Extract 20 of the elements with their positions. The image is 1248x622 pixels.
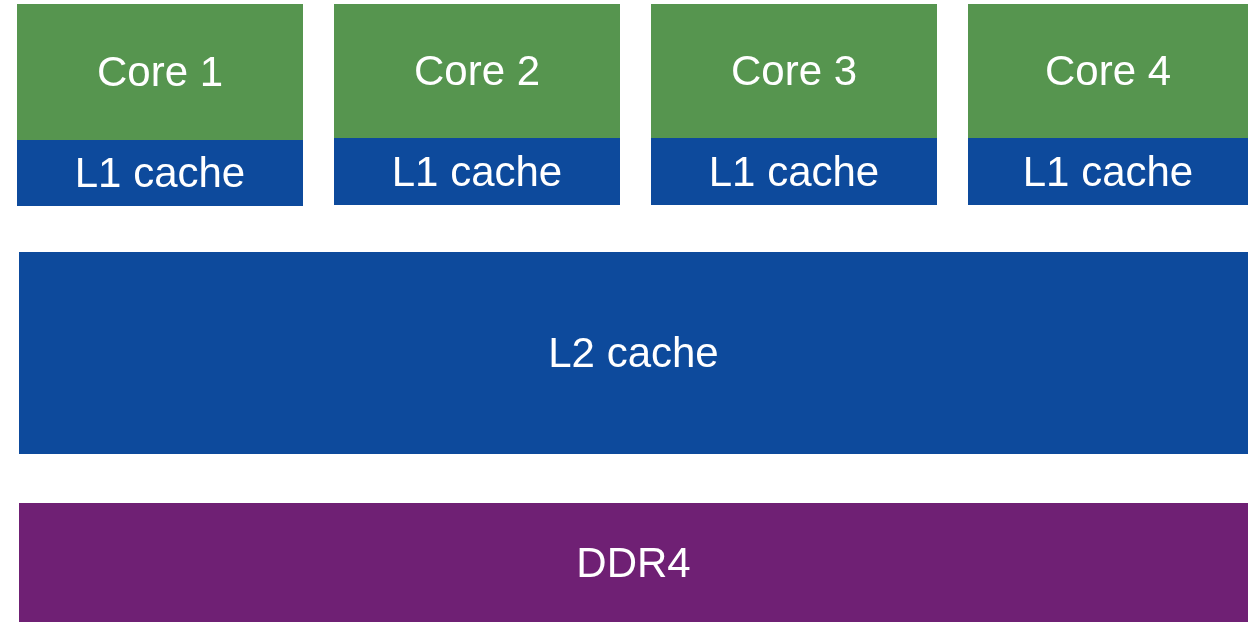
block-label: Core 4 [1044, 50, 1172, 92]
core-block [968, 4, 1248, 138]
block-label: L2 cache [548, 332, 719, 374]
block-label: Core 1 [96, 51, 224, 93]
cache-block [19, 252, 1248, 454]
block-label: L1 cache [74, 152, 246, 194]
cache-block [17, 140, 303, 206]
cache-block [651, 138, 937, 205]
block-label: Core 3 [730, 50, 858, 92]
block-label: L1 cache [391, 150, 563, 193]
cache-block [334, 138, 620, 205]
block-label: DDR4 [576, 541, 691, 584]
core-block [334, 4, 620, 138]
core-block [17, 4, 303, 140]
block-label: L1 cache [708, 150, 880, 193]
core-block [651, 4, 937, 138]
memory-block [19, 503, 1248, 622]
cache-block [968, 138, 1248, 205]
block-label: Core 2 [413, 50, 541, 92]
block-label: L1 cache [1022, 150, 1194, 193]
